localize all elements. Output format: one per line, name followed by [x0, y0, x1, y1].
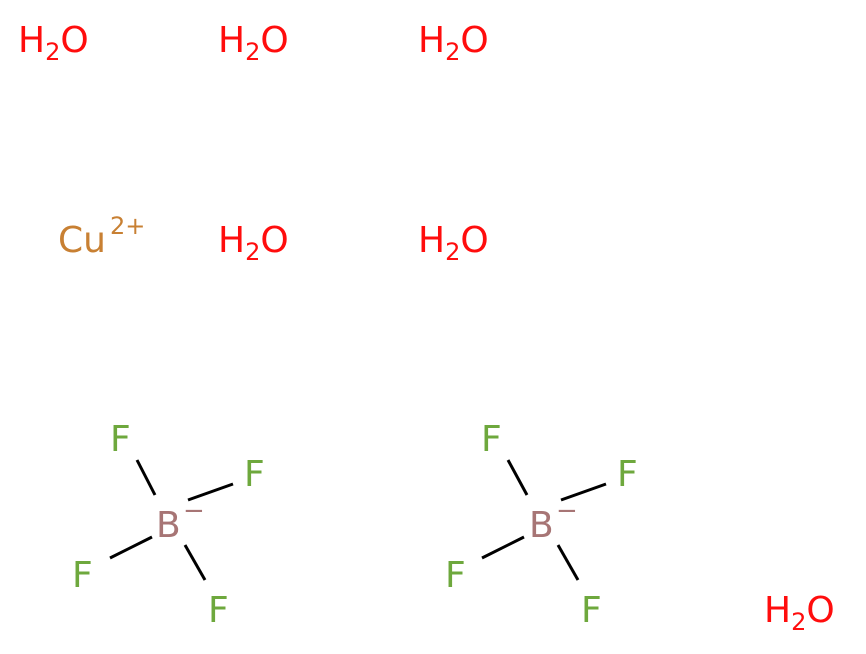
bond	[560, 482, 607, 502]
bond	[556, 544, 580, 581]
water-3: H2O	[418, 20, 489, 66]
bond	[187, 482, 234, 502]
water-h: H	[764, 590, 791, 631]
water-subscript: 2	[791, 608, 806, 636]
fluorine-atom: F	[72, 555, 93, 596]
water-5: H2O	[418, 220, 489, 266]
boron-charge: −	[556, 496, 578, 526]
water-subscript: 2	[245, 238, 260, 266]
bond	[481, 535, 525, 560]
water-subscript: 2	[45, 38, 60, 66]
fluorine-atom: F	[445, 555, 466, 596]
fluorine-atom: F	[481, 419, 502, 460]
water-o: O	[460, 220, 488, 261]
water-h: H	[18, 20, 45, 61]
bond	[135, 459, 157, 496]
water-h: H	[418, 220, 445, 261]
svg-text:H2O: H2O	[418, 20, 489, 66]
fluorine-atom: F	[581, 590, 602, 631]
water-2: H2O	[218, 20, 289, 66]
water-o: O	[806, 590, 834, 631]
water-o: O	[60, 20, 88, 61]
water-h: H	[418, 20, 445, 61]
copper-symbol: Cu	[58, 220, 106, 261]
boron-charge: −	[183, 496, 205, 526]
svg-text:H2O: H2O	[218, 220, 289, 266]
fluorine-atom: F	[208, 590, 229, 631]
tetrafluoroborate-1: F F F F B −	[72, 419, 265, 631]
water-o: O	[260, 220, 288, 261]
svg-text:H2O: H2O	[418, 220, 489, 266]
water-6: H2O	[764, 590, 835, 636]
water-1: H2O	[18, 20, 89, 66]
fluorine-atom: F	[244, 454, 265, 495]
bond	[506, 459, 529, 496]
water-subscript: 2	[445, 38, 460, 66]
water-o: O	[460, 20, 488, 61]
boron-atom: B	[529, 505, 554, 546]
copper-ion: Cu 2+	[58, 212, 145, 261]
water-o: O	[260, 20, 288, 61]
tetrafluoroborate-2: F F F F B −	[445, 419, 638, 631]
bond	[183, 544, 207, 581]
copper-charge: 2+	[110, 212, 145, 240]
svg-text:H2O: H2O	[18, 20, 89, 66]
svg-text:H2O: H2O	[764, 590, 835, 636]
boron-atom: B	[156, 505, 181, 546]
water-h: H	[218, 20, 245, 61]
water-h: H	[218, 220, 245, 261]
water-subscript: 2	[445, 238, 460, 266]
svg-text:H2O: H2O	[218, 20, 289, 66]
bond	[109, 535, 153, 560]
fluorine-atom: F	[617, 454, 638, 495]
water-4: H2O	[218, 220, 289, 266]
fluorine-atom: F	[110, 419, 131, 460]
water-subscript: 2	[245, 38, 260, 66]
